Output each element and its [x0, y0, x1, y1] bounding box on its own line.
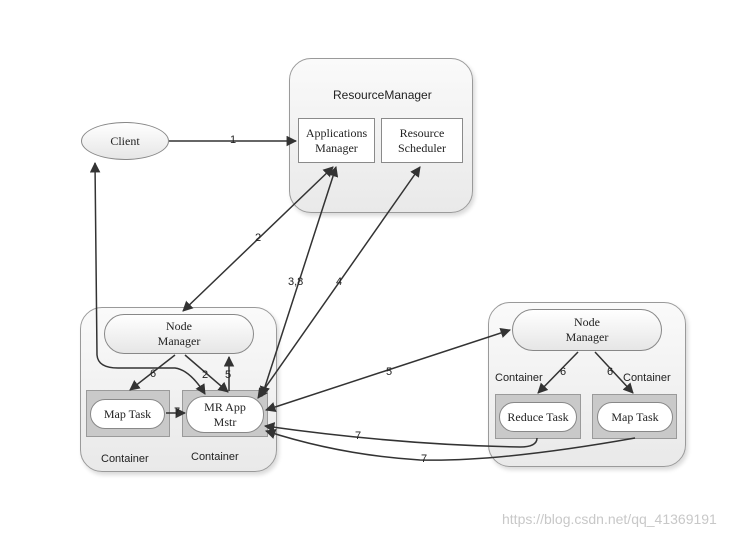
edge-node-manager-to-mr-app-mstr — [184, 354, 229, 393]
edge-label-4: 4 — [336, 276, 343, 288]
edge-label-7-left: 7 — [174, 406, 181, 418]
applications-manager-node: Applications Manager — [298, 118, 375, 163]
edge-label-3-8: 3,8 — [288, 276, 304, 288]
edge-label-6-left: 6 — [150, 368, 157, 380]
left-map-task: Map Task — [90, 399, 165, 429]
edge-label-5-right: 5 — [386, 366, 393, 378]
edge-label-5-up: 5 — [225, 369, 232, 381]
right-node-manager: Node Manager — [512, 309, 662, 351]
client-node: Client — [81, 122, 169, 160]
mr-app-mstr-node: MR App Mstr — [186, 396, 264, 433]
resource-scheduler-node: Resource Scheduler — [381, 118, 463, 163]
edge-label-6-right-b: 6 — [607, 366, 614, 378]
edge-label-7-bottom: 7 — [421, 453, 428, 465]
right-container-label-2: Container — [623, 372, 671, 384]
left-container-label-2: Container — [191, 451, 239, 463]
reduce-task-node: Reduce Task — [499, 402, 577, 432]
edge-right-nm-to-reduce-task — [537, 351, 579, 394]
edge-node-manager-to-map-task — [129, 354, 176, 391]
left-container-label-1: Container — [101, 453, 149, 465]
right-map-task: Map Task — [597, 402, 673, 432]
edge-label-6-right-a: 6 — [560, 366, 567, 378]
resource-manager-title: ResourceManager — [333, 88, 432, 102]
edge-reduce-task-to-mr-app-mstr — [263, 422, 538, 448]
edge-right-map-task-to-mr-app-mstr — [265, 428, 636, 461]
edge-label-2: 2 — [255, 232, 262, 244]
watermark: https://blog.csdn.net/qq_41369191 — [502, 511, 717, 527]
edge-label-7-top: 7 — [355, 430, 362, 442]
edge-label-1: 1 — [230, 134, 237, 146]
edge-mr-app-mstr-to-right-node-manager — [265, 327, 511, 413]
edge-label-2-left: 2 — [202, 369, 209, 381]
edge-right-nm-to-map-task — [594, 351, 634, 394]
edge-client-to-mr-app-mstr — [89, 161, 206, 395]
